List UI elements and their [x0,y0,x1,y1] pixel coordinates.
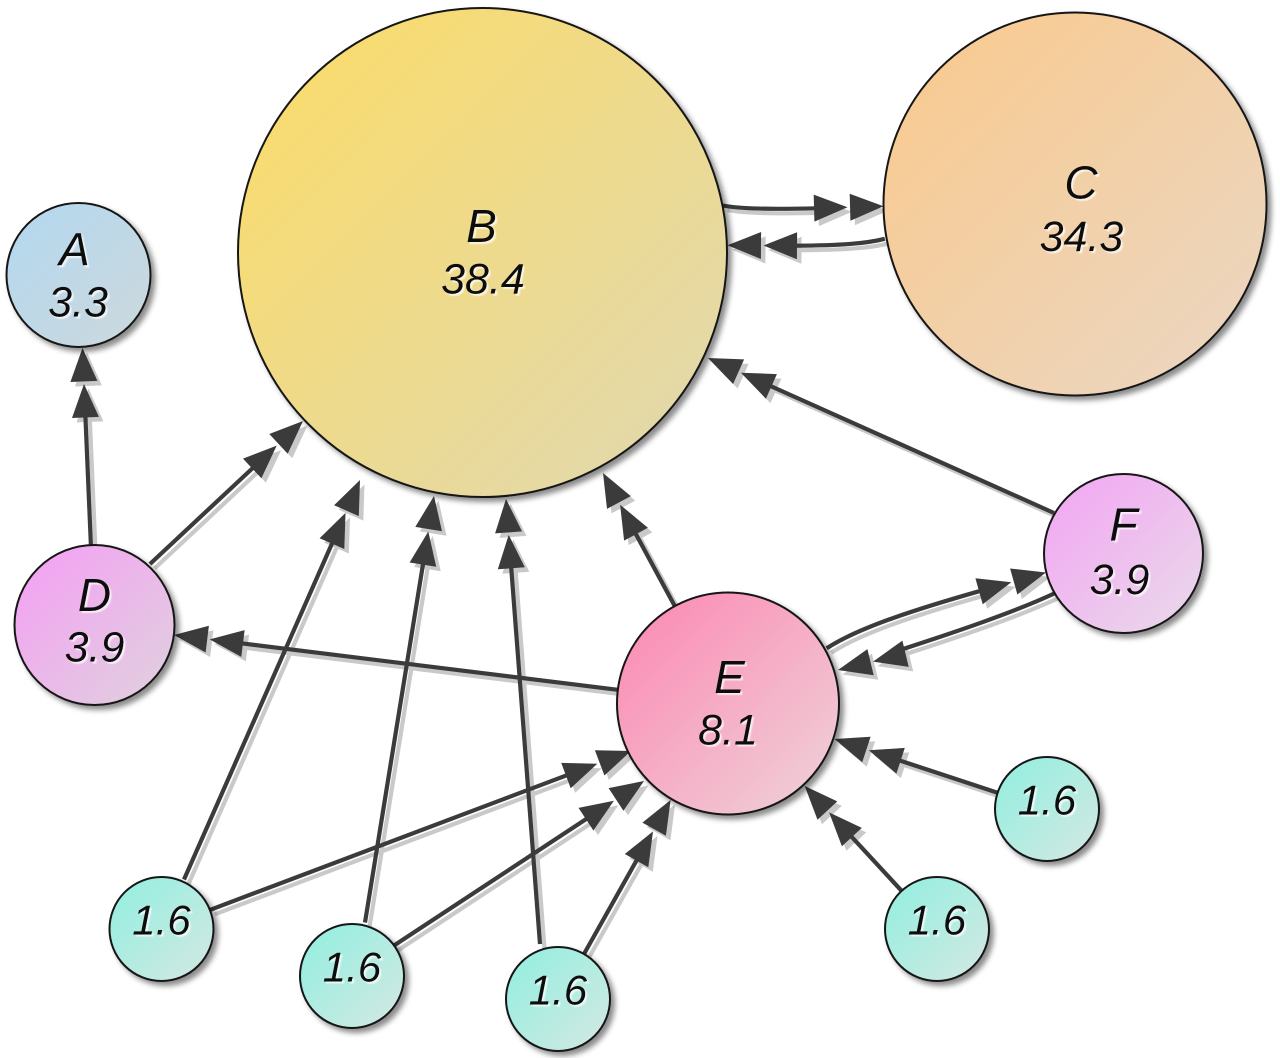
svg-text:3.3: 3.3 [48,279,108,327]
svg-text:D: D [78,569,111,621]
svg-text:8.1: 8.1 [698,707,758,755]
svg-text:1.6: 1.6 [1018,777,1077,824]
svg-text:38.4: 38.4 [441,256,525,304]
svg-text:E: E [714,651,746,703]
svg-text:34.3: 34.3 [1040,213,1124,261]
svg-text:A: A [56,224,90,276]
svg-text:1.6: 1.6 [132,897,191,944]
svg-text:1.6: 1.6 [529,967,588,1014]
svg-text:1.6: 1.6 [908,897,967,944]
svg-text:1.6: 1.6 [323,944,382,991]
svg-text:B: B [466,200,497,252]
svg-text:C: C [1064,157,1098,209]
svg-text:3.9: 3.9 [65,624,125,672]
svg-text:F: F [1109,499,1140,551]
svg-text:3.9: 3.9 [1090,556,1150,604]
